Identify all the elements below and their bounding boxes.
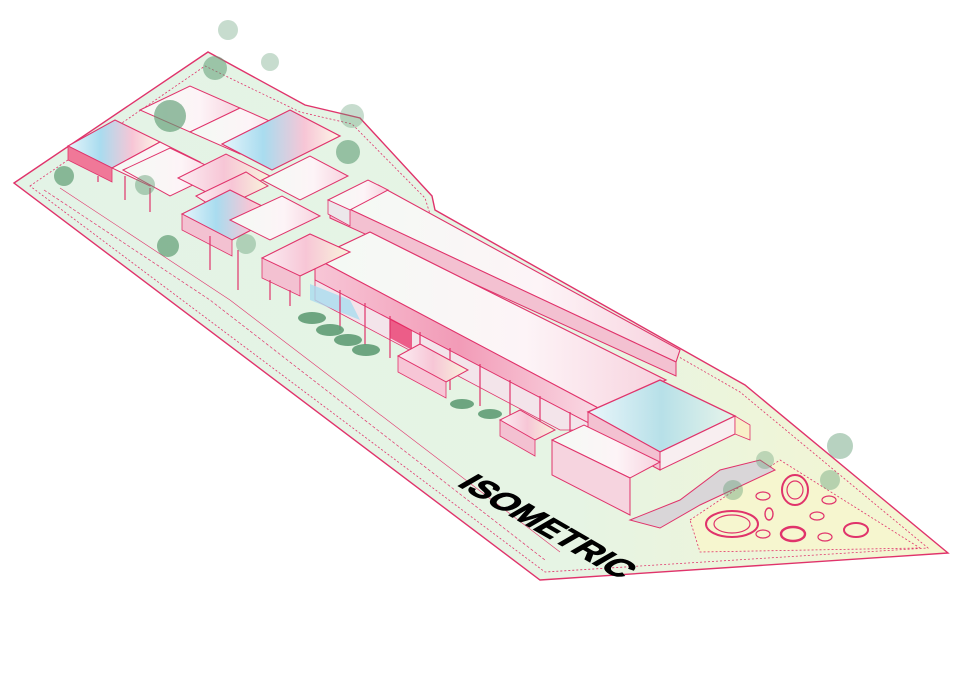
long-rear-block [328,184,681,377]
lower-arcade-block [396,343,557,457]
terrace-plaza [628,459,777,529]
trees [54,20,853,500]
long-main-block [310,231,668,454]
square-hall-east [550,379,751,516]
building-cluster-northwest [66,85,390,306]
